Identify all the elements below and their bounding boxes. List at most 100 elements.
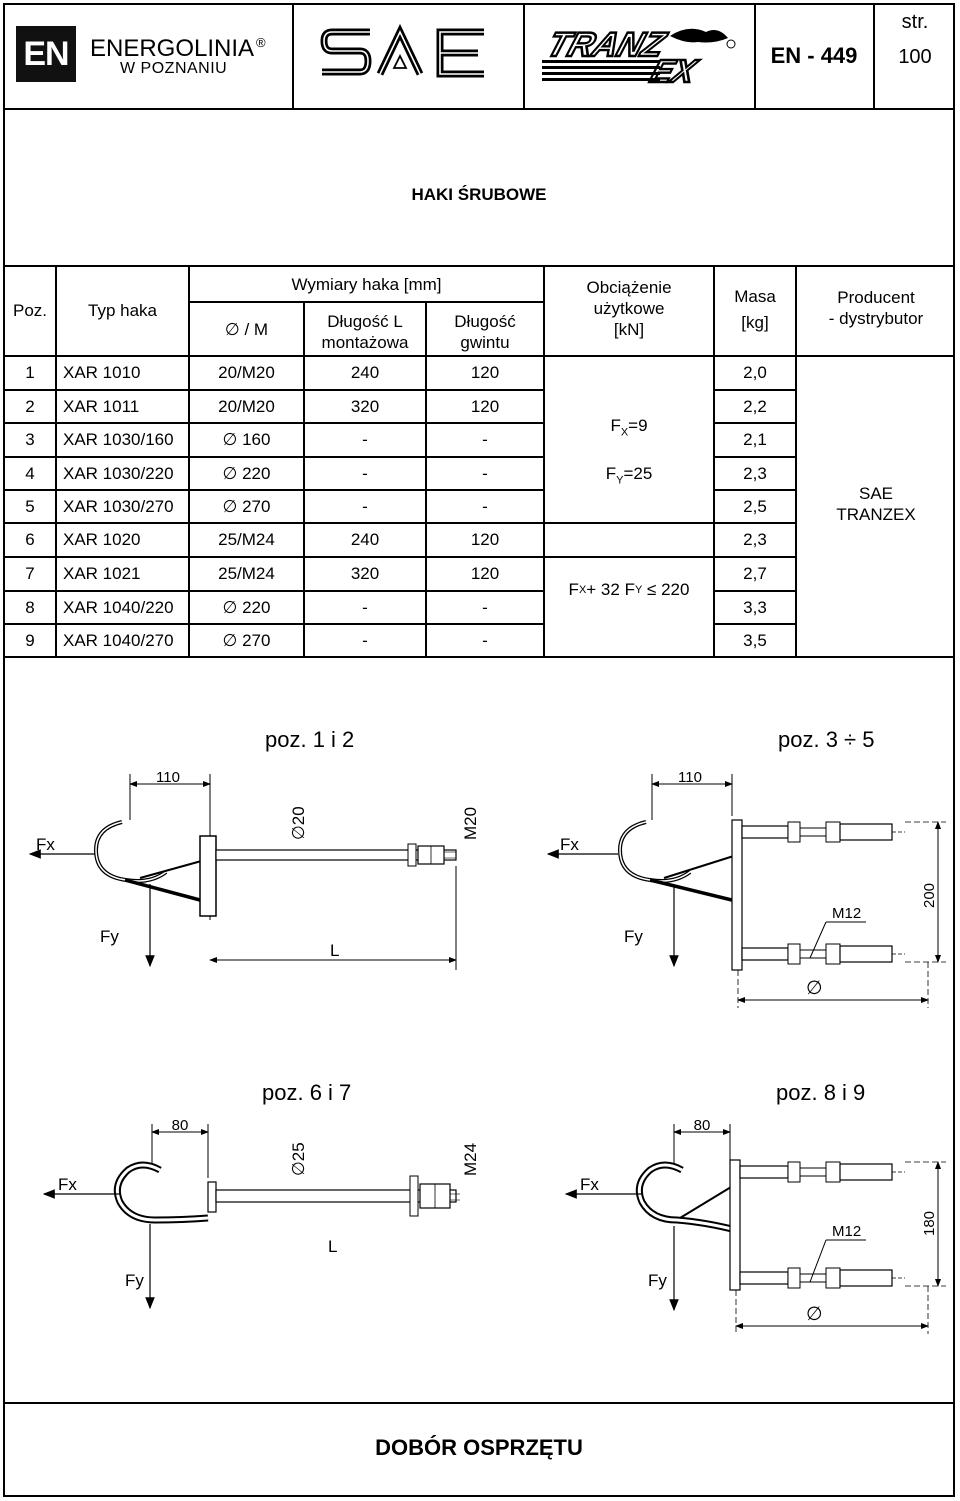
header-dia: ∅ / M <box>224 319 269 339</box>
cell-dia: 20/M20 <box>218 396 275 416</box>
drawing-poz-3-5: poz. 3 ÷ 5 110 M12 200 ∅ <box>546 727 946 1008</box>
cell-dia: ∅ 270 <box>222 630 271 650</box>
cell-type: XAR 1040/220 <box>63 597 174 617</box>
cell-type: XAR 1030/270 <box>63 496 174 516</box>
cell-type: XAR 1020 <box>63 529 141 549</box>
dim-thread: M20 <box>461 807 480 840</box>
cell-mass: 2,2 <box>743 396 767 416</box>
cell-thread: - <box>482 496 488 516</box>
header-producer: Producent- dystrybutor <box>828 288 924 328</box>
cell-pos: 3 <box>25 429 35 449</box>
cell-type: XAR 1010 <box>63 362 141 382</box>
page-label: str. <box>901 10 929 33</box>
cell-dia: 20/M20 <box>218 362 275 382</box>
header-bottom-rule <box>3 108 955 110</box>
cell-dia: ∅ 270 <box>222 496 271 516</box>
cell-mass: 2,3 <box>743 529 767 549</box>
bolt-size: M12 <box>832 1223 861 1240</box>
drawing-poz-1-2: poz. 1 i 2 110 ∅20 M20 L Fx Fy <box>28 727 480 970</box>
cell-mass: 3,3 <box>743 597 767 617</box>
drawing-title: poz. 6 i 7 <box>262 1080 351 1105</box>
cell-dia: 25/M24 <box>218 563 275 583</box>
force-fx: Fx <box>36 835 55 854</box>
cell-len: 240 <box>350 529 380 549</box>
cell-type: XAR 1011 <box>63 396 140 416</box>
dim-width: 110 <box>156 769 180 786</box>
dim-length: L <box>330 941 339 960</box>
cell-pos: 5 <box>25 496 35 516</box>
cell-pos: 1 <box>25 362 35 382</box>
cell-dia: 25/M24 <box>218 529 275 549</box>
cell-type: XAR 1030/160 <box>63 429 174 449</box>
page-title: HAKI ŚRUBOWE <box>411 185 547 204</box>
force-fx: Fx <box>580 1175 599 1194</box>
dim-diameter: ∅25 <box>289 1142 308 1176</box>
dim-width: 110 <box>678 769 702 786</box>
cell-thread: - <box>482 630 488 650</box>
cell-mass: 2,0 <box>743 362 767 382</box>
dim-diameter: ∅ <box>806 1304 823 1325</box>
sae-logo <box>320 24 484 78</box>
tranzex-logo: TRANZ EX <box>541 25 736 88</box>
force-fy: Fy <box>648 1271 667 1290</box>
drawings-area: poz. 1 i 2 110 ∅20 M20 L Fx Fy poz. 3 ÷ … <box>28 727 946 1334</box>
dim-thread: M24 <box>461 1143 480 1176</box>
cell-mass: 3,5 <box>743 630 767 650</box>
header-pos: Poz. <box>12 301 48 320</box>
drawing-title: poz. 8 i 9 <box>776 1080 865 1105</box>
cell-mass: 2,1 <box>743 429 767 449</box>
cell-len: 320 <box>350 563 380 583</box>
cell-pos: 6 <box>25 529 35 549</box>
dim-width: 80 <box>694 1117 711 1134</box>
cell-thread: - <box>482 597 488 617</box>
cell-dia: ∅ 220 <box>222 597 271 617</box>
cell-pos: 9 <box>25 630 35 650</box>
cell-len: - <box>362 463 368 483</box>
dim-diameter: ∅ <box>806 978 823 999</box>
force-fy: Fy <box>624 927 643 946</box>
cell-dia: ∅ 220 <box>222 463 271 483</box>
force-fy: Fy <box>125 1271 144 1290</box>
dim-width: 80 <box>172 1117 189 1134</box>
cell-dia: ∅ 160 <box>222 429 271 449</box>
drawing-title: poz. 1 i 2 <box>265 727 354 752</box>
cell-thread: 120 <box>470 563 500 583</box>
cell-type: XAR 1030/220 <box>63 463 174 483</box>
header-type: Typ haka <box>88 301 157 320</box>
footer-rule <box>3 1402 955 1404</box>
dim-height: 180 <box>921 1211 938 1236</box>
cell-mass: 2,3 <box>743 463 767 483</box>
dim-diameter: ∅20 <box>289 806 308 840</box>
doc-code: EN - 449 <box>770 43 858 68</box>
force-fy: Fy <box>100 927 119 946</box>
dim-height: 200 <box>921 883 938 908</box>
cell-len: 240 <box>350 362 380 382</box>
cell-type: XAR 1040/270 <box>63 630 174 650</box>
cell-thread: 120 <box>470 529 500 549</box>
drawing-poz-8-9: poz. 8 i 9 80 M12 180 ∅ Fx Fy <box>564 1080 946 1334</box>
en-badge-logo: EN <box>16 26 76 82</box>
load-group-a: FX=9 FY=25 <box>605 416 653 487</box>
header-mass: Masa[kg] <box>734 287 776 332</box>
cell-mass: 2,7 <box>743 563 767 583</box>
drawing-poz-6-7: poz. 6 i 7 80 ∅25 M24 L Fx Fy <box>42 1080 480 1310</box>
cell-thread: 120 <box>470 396 500 416</box>
cell-pos: 4 <box>25 463 35 483</box>
cell-mass: 2,5 <box>743 496 767 516</box>
page-frame <box>3 3 955 1497</box>
svg-text:TRANZ: TRANZ <box>542 26 671 64</box>
cell-pos: 2 <box>25 396 35 416</box>
cell-thread: 120 <box>470 362 500 382</box>
cell-pos: 7 <box>25 563 35 583</box>
cell-len: - <box>362 496 368 516</box>
cell-thread: - <box>482 429 488 449</box>
cell-len: - <box>362 630 368 650</box>
bolt-size: M12 <box>832 905 861 922</box>
company-city: W POZNANIU <box>120 60 228 77</box>
cell-len: - <box>362 597 368 617</box>
